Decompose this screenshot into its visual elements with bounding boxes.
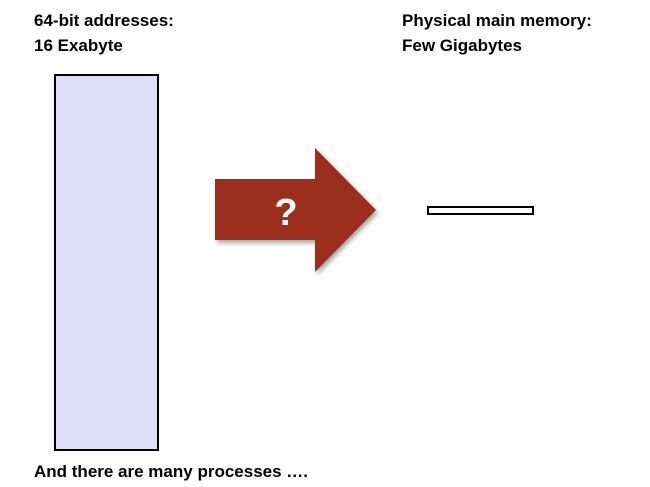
physical-memory-label-line1: Physical main memory: [402, 11, 592, 30]
virtual-address-label-line2: 16 Exabyte [34, 36, 123, 55]
physical-memory-label-line2: Few Gigabytes [402, 36, 522, 55]
arrow-shape [215, 148, 376, 272]
virtual-address-label-line1: 64-bit addresses: [34, 11, 174, 30]
virtual-address-label: 64-bit addresses: 16 Exabyte [34, 8, 174, 58]
physical-memory-box [427, 206, 534, 215]
mapping-arrow: ? [215, 148, 376, 272]
virtual-address-space-box [54, 74, 159, 451]
question-mark-icon: ? [274, 192, 297, 234]
footer-note: And there are many processes …. [34, 462, 309, 481]
physical-memory-label: Physical main memory: Few Gigabytes [402, 8, 592, 58]
